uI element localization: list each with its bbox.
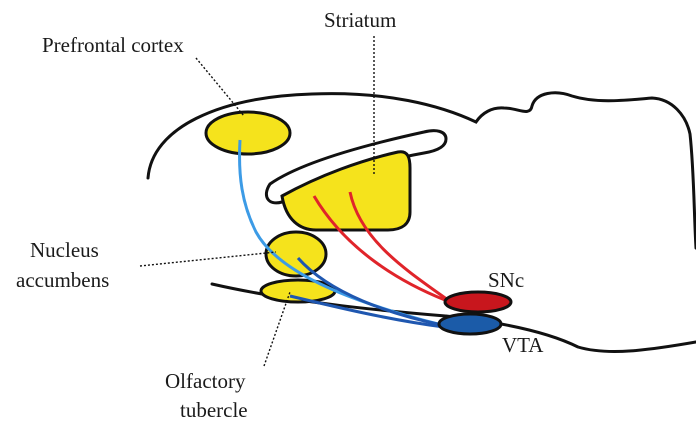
snc-region [445, 292, 511, 312]
pathway-vta-olfactory [290, 296, 444, 327]
vta-region [439, 314, 501, 334]
prefrontal-cortex-region [206, 112, 290, 154]
leader-nucleus-accumbens [140, 252, 276, 266]
label-olfactory-tubercle-line1: Olfactory [165, 369, 246, 393]
label-nucleus-accumbens-line1: Nucleus [30, 238, 99, 262]
label-olfactory-tubercle-line2: tubercle [180, 398, 248, 422]
label-prefrontal-cortex: Prefrontal cortex [42, 33, 184, 57]
label-nucleus-accumbens-line2: accumbens [16, 268, 109, 292]
label-vta: VTA [502, 333, 544, 357]
label-snc: SNc [488, 268, 524, 292]
leader-olfactory-tubercle [264, 292, 290, 366]
label-striatum: Striatum [324, 8, 396, 32]
